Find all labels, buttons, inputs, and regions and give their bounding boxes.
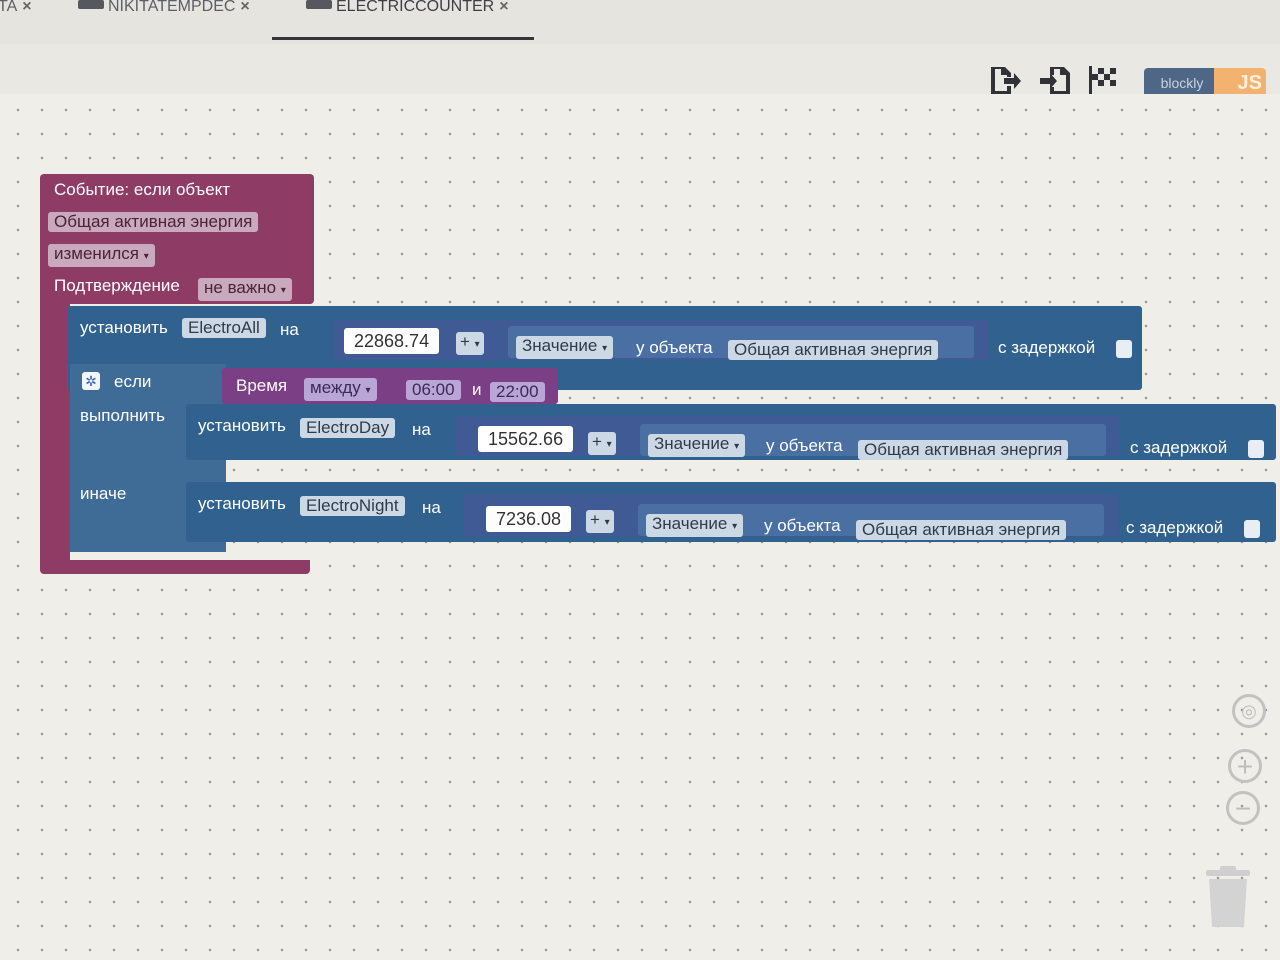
between-dropdown[interactable]: между ▾ <box>304 378 377 401</box>
delay-checkbox[interactable] <box>1116 340 1132 358</box>
chevron-down-icon: ▾ <box>365 385 371 396</box>
on-label: на <box>412 420 431 439</box>
variable-electronight[interactable]: ElectroNight <box>300 496 405 516</box>
time-from-field[interactable]: 06:00 <box>406 380 461 400</box>
value-dropdown-label: Значение <box>522 336 598 355</box>
of-object-label: у объекта <box>764 516 841 535</box>
set-label: установить <box>198 494 286 513</box>
tab-ta[interactable]: TA × <box>0 0 32 40</box>
chevron-down-icon: ▾ <box>474 339 480 350</box>
number-field[interactable]: 22868.74 <box>344 328 440 354</box>
import-icon[interactable] <box>1038 64 1072 98</box>
trash-icon[interactable] <box>1204 866 1252 930</box>
chevron-down-icon: ▾ <box>606 439 612 450</box>
script-icon <box>306 0 332 9</box>
delay-label: с задержкой <box>998 338 1096 357</box>
event-condition-dropdown[interactable]: изменился ▾ <box>48 244 155 267</box>
else-label: иначе <box>80 484 127 503</box>
confirm-label: Подтверждение <box>54 276 180 295</box>
do-label: выполнить <box>80 406 165 425</box>
delay-label: с задержкой <box>1126 518 1224 537</box>
chevron-down-icon: ▾ <box>280 285 286 296</box>
close-icon[interactable]: × <box>499 0 509 15</box>
tab-bar: TA × NIKITATEMPDEC × ELECTRICCOUNTER × <box>0 0 1280 44</box>
number-field[interactable]: 7236.08 <box>486 506 572 532</box>
js-label: JS <box>1214 68 1266 98</box>
event-block-spine <box>40 299 70 569</box>
op-value: + <box>460 332 470 351</box>
object-field[interactable]: Общая активная энергия <box>728 340 939 360</box>
of-object-label: у объекта <box>766 436 843 455</box>
variable-electroday[interactable]: ElectroDay <box>300 418 396 438</box>
on-label: на <box>422 498 441 517</box>
tab-electriccounter[interactable]: ELECTRICCOUNTER × <box>306 0 509 40</box>
event-block-footer <box>40 560 310 574</box>
chevron-down-icon: ▾ <box>602 343 608 354</box>
between-value: между <box>310 378 361 397</box>
object-field[interactable]: Общая активная энергия <box>858 440 1069 460</box>
tab-label: ELECTRICCOUNTER <box>336 0 495 15</box>
tab-label: NIKITATEMPDEC <box>108 0 236 15</box>
script-icon <box>78 0 104 9</box>
event-condition-value: изменился <box>54 244 139 263</box>
time-label: Время <box>236 376 288 395</box>
gear-icon[interactable]: ✲ <box>82 372 100 390</box>
blockly-label: blockly <box>1144 68 1220 98</box>
op-dropdown[interactable]: + ▾ <box>588 432 616 455</box>
value-dropdown[interactable]: Значение ▾ <box>516 336 614 359</box>
op-value: + <box>590 510 600 529</box>
chevron-down-icon: ▾ <box>143 251 149 262</box>
value-dropdown-label: Значение <box>652 514 728 533</box>
variable-electroall[interactable]: ElectroAll <box>182 318 266 338</box>
blockly-workspace[interactable]: Событие: если объект Общая активная энер… <box>0 94 1280 960</box>
confirm-value: не важно <box>204 278 277 297</box>
object-field[interactable]: Общая активная энергия <box>856 520 1067 540</box>
chevron-down-icon: ▾ <box>732 521 738 532</box>
confirm-dropdown[interactable]: не важно ▾ <box>198 278 292 301</box>
set-label: установить <box>80 318 168 337</box>
chevron-down-icon: ▾ <box>734 441 740 452</box>
event-object-field[interactable]: Общая активная энергия <box>48 212 259 232</box>
value-dropdown[interactable]: Значение ▾ <box>648 434 746 457</box>
zoom-in-icon[interactable]: + <box>1228 749 1262 783</box>
on-label: на <box>280 320 299 339</box>
number-field[interactable]: 15562.66 <box>478 426 574 452</box>
of-object-label: у объекта <box>636 338 713 357</box>
delay-checkbox[interactable] <box>1248 440 1264 458</box>
and-label: и <box>472 380 482 399</box>
if-label: если <box>114 372 152 391</box>
active-tab-indicator <box>272 37 534 40</box>
value-dropdown-label: Значение <box>654 434 730 453</box>
op-value: + <box>592 432 602 451</box>
tab-label: TA <box>0 0 18 15</box>
op-dropdown[interactable]: + ▾ <box>586 510 614 533</box>
export-icon[interactable] <box>988 64 1022 98</box>
time-to-field[interactable]: 22:00 <box>490 382 545 402</box>
close-icon[interactable]: × <box>240 0 250 15</box>
op-dropdown[interactable]: + ▾ <box>456 332 484 355</box>
close-icon[interactable]: × <box>22 0 32 15</box>
event-title: Событие: если объект <box>54 180 231 199</box>
recenter-icon[interactable]: ◎ <box>1232 694 1266 728</box>
run-flag-icon[interactable] <box>1086 64 1120 98</box>
delay-checkbox[interactable] <box>1244 520 1260 538</box>
tab-nikitatempdec[interactable]: NIKITATEMPDEC × <box>78 0 250 40</box>
value-dropdown[interactable]: Значение ▾ <box>646 514 744 537</box>
set-label: установить <box>198 416 286 435</box>
chevron-down-icon: ▾ <box>604 517 610 528</box>
zoom-out-icon[interactable]: − <box>1226 791 1260 825</box>
delay-label: с задержкой <box>1130 438 1228 457</box>
blockly-js-toggle[interactable]: blockly JS <box>1134 66 1266 100</box>
